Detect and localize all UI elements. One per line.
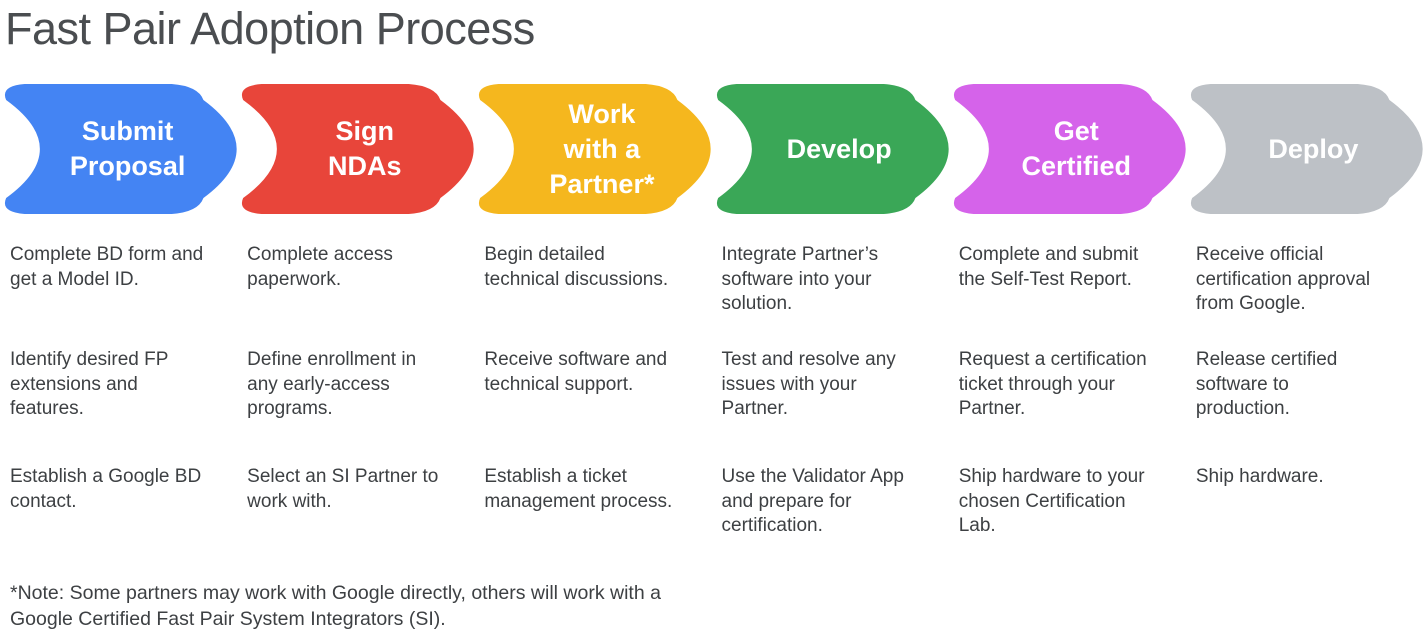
stage-arrow-shape <box>953 84 1186 214</box>
stage-detail-item: Ship hardware. <box>1195 466 1324 487</box>
details-submit-proposal: Complete BD form and get a Model ID. Ide… <box>0 243 237 539</box>
details-work-with-a-partner: Begin detailed technical discussions. Re… <box>474 243 711 539</box>
stage-details: Complete BD form and get a Model ID. Ide… <box>0 243 1423 539</box>
details-sign-ndas: Complete access paperwork. Define enroll… <box>237 243 474 539</box>
stage-arrow-shape <box>1190 84 1423 214</box>
stage-get-certified: Get Certified <box>949 84 1186 214</box>
stage-detail-item: Receive software and technical support. <box>484 349 668 395</box>
stage-detail-item: Begin detailed technical discussions. <box>484 244 669 290</box>
stage-arrow-shape <box>479 84 712 214</box>
details-get-certified: Complete and submit the Self-Test Report… <box>949 243 1186 539</box>
stage-label: Work with a Partner* <box>549 98 655 199</box>
stage-detail-item: Identify desired FP extensions and featu… <box>10 349 169 419</box>
stage-deploy: Deploy <box>1186 84 1423 214</box>
stage-label: Develop <box>786 133 892 164</box>
details-deploy: Receive official certification approval … <box>1186 243 1423 539</box>
stage-label: Get Certified <box>1021 116 1132 181</box>
stage-detail-item: Use the Validator App and prepare for ce… <box>721 466 904 536</box>
stage-develop: Develop <box>712 84 949 214</box>
stage-work-with-a-partner: Work with a Partner* <box>474 84 712 214</box>
stage-detail-item: Release certified software to production… <box>1195 349 1338 419</box>
stage-arrow-shape <box>716 84 949 214</box>
footnote: *Note: Some partners may work with Googl… <box>10 582 661 630</box>
stage-detail-item: Request a certification ticket through y… <box>958 349 1147 419</box>
stage-arrow-shape <box>4 84 237 214</box>
stage-detail-item: Receive official certification approval … <box>1195 244 1371 314</box>
stage-label: Sign NDAs <box>328 116 402 181</box>
details-develop: Integrate Partner’s software into your s… <box>712 243 949 539</box>
stage-submit-proposal: Submit Proposal <box>0 84 237 214</box>
stage-detail-item: Ship hardware to your chosen Certificati… <box>958 466 1145 536</box>
process-stage-band: Submit Proposal Sign NDAs Work with a Pa… <box>0 84 1423 214</box>
stage-detail-item: Establish a Google BD contact. <box>10 466 202 512</box>
page-title: Fast Pair Adoption Process <box>5 3 535 54</box>
stage-detail-item: Define enrollment in any early-access pr… <box>247 349 417 419</box>
stage-detail-item: Select an SI Partner to work with. <box>247 466 439 512</box>
stage-sign-ndas: Sign NDAs <box>237 84 474 214</box>
stage-detail-item: Establish a ticket management process. <box>484 466 673 512</box>
stage-detail-item: Complete and submit the Self-Test Report… <box>958 244 1139 290</box>
stage-detail-item: Test and resolve any issues with your Pa… <box>721 349 896 419</box>
stage-label: Submit Proposal <box>69 116 186 181</box>
stage-detail-item: Integrate Partner’s software into your s… <box>721 244 879 314</box>
stage-detail-item: Complete access paperwork. <box>247 244 393 290</box>
stage-label: Deploy <box>1268 133 1359 164</box>
stage-arrow-shape <box>242 84 474 214</box>
stage-detail-item: Complete BD form and get a Model ID. <box>10 244 204 290</box>
